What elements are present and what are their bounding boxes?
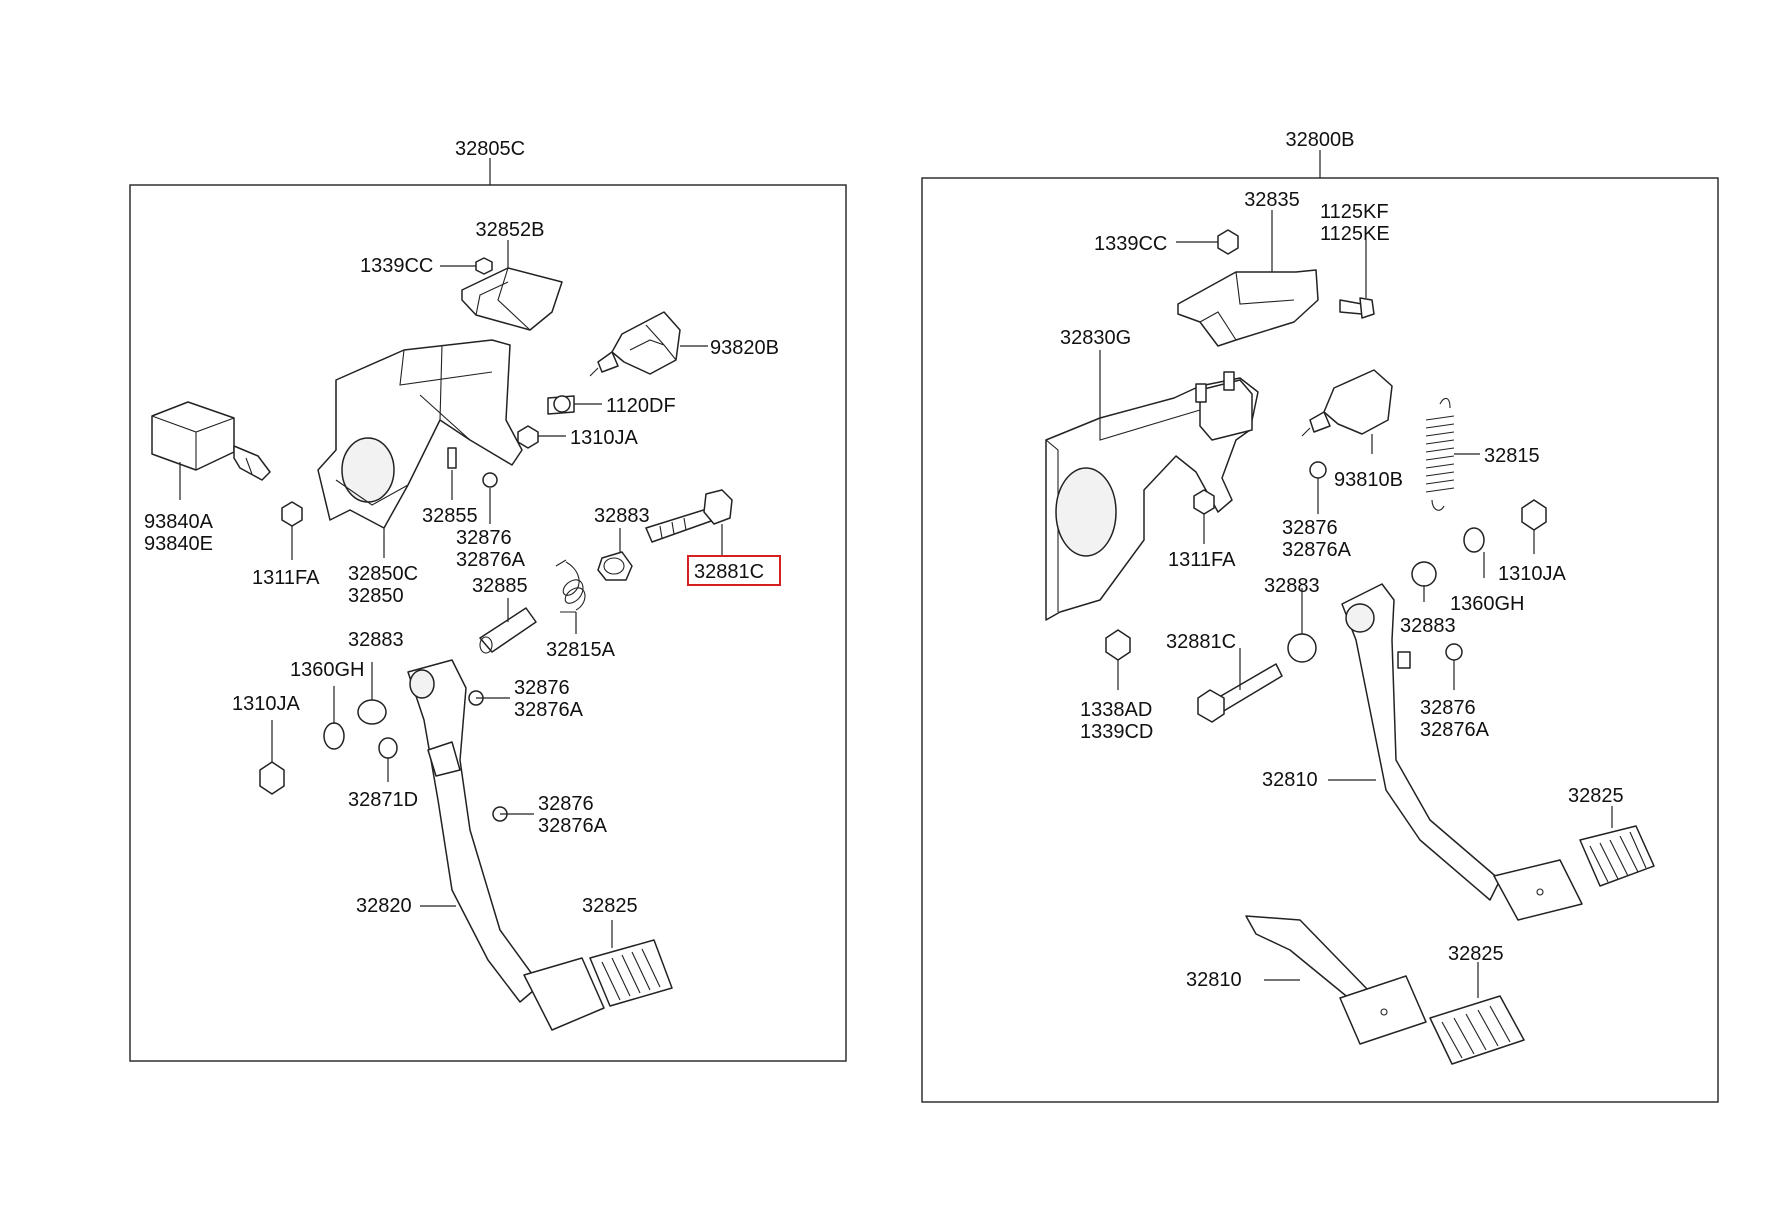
label-32825-left: 32825 — [582, 895, 638, 917]
label-1311fa-right: 1311FA — [1168, 549, 1236, 571]
switch-93840a — [151, 401, 235, 471]
label-1310ja-lower: 1310JA — [232, 693, 300, 715]
spring-32815a — [555, 559, 586, 613]
label-1125ke: 1125KE — [1320, 223, 1390, 245]
label-32825-right-upper: 32825 — [1568, 785, 1624, 807]
pad-32825-right-upper — [1579, 825, 1655, 887]
bracket-32852b — [461, 267, 563, 331]
label-32876a-right-mid: 32876A — [1420, 719, 1490, 741]
bracket-right-bore — [1055, 467, 1117, 557]
label-32876-upper: 32876 — [456, 527, 512, 549]
label-1360gh-right: 1360GH — [1450, 593, 1525, 615]
label-32835: 32835 — [1244, 189, 1300, 211]
label-1339cd: 1339CD — [1080, 721, 1153, 743]
label-1360gh-left: 1360GH — [290, 659, 365, 681]
nut-1311fa-left — [281, 501, 303, 527]
assembly-left-frame — [129, 184, 847, 1062]
highlight-box-32881c — [687, 555, 781, 586]
label-32825-right-lower: 32825 — [1448, 943, 1504, 965]
label-32810-lower: 32810 — [1186, 969, 1242, 991]
bushing-32883-upper — [597, 551, 633, 581]
nut-1338ad — [1105, 629, 1131, 661]
pedal-pad-right-lower — [1339, 975, 1427, 1045]
nut-1310ja-lower — [259, 761, 285, 795]
label-1339cc-right: 1339CC — [1094, 233, 1167, 255]
label-32883-right: 32883 — [1400, 615, 1456, 637]
label-32852b: 32852B — [476, 219, 545, 241]
label-32850: 32850 — [348, 585, 404, 607]
label-32876-right-upper: 32876 — [1282, 517, 1338, 539]
bushing-32876-right-upper — [1309, 461, 1327, 479]
label-32885: 32885 — [472, 575, 528, 597]
bushing-32876-right-mid — [1445, 643, 1463, 661]
label-32876a-low: 32876A — [538, 815, 608, 837]
label-1310ja-right: 1310JA — [1498, 563, 1566, 585]
label-32883-mid: 32883 — [1264, 575, 1320, 597]
bushing-32871d — [378, 737, 398, 759]
label-32810-upper: 32810 — [1262, 769, 1318, 791]
label-32815a: 32815A — [546, 639, 616, 661]
nut-1310ja-upper — [517, 425, 539, 449]
bushing-32883-mid — [1287, 633, 1317, 663]
label-1338ad: 1338AD — [1080, 699, 1152, 721]
bolt-1125kf — [1339, 299, 1363, 315]
label-32876-mid: 32876 — [514, 677, 570, 699]
assembly-left: 32805C — [129, 138, 847, 1062]
label-93840e: 93840E — [144, 533, 213, 555]
pedal-pad-left — [523, 957, 605, 1031]
assembly-right-title: 32800B — [1286, 129, 1355, 151]
spring-32815 — [1425, 397, 1455, 511]
label-1339cc-left: 1339CC — [360, 255, 433, 277]
label-32855: 32855 — [422, 505, 478, 527]
label-32820: 32820 — [356, 895, 412, 917]
label-1125kf: 1125KF — [1320, 201, 1389, 223]
washer-1360gh-right — [1463, 527, 1485, 553]
bushing-32883-lower — [357, 699, 387, 725]
bushing-32876-upper — [482, 472, 498, 488]
label-93840a: 93840A — [144, 511, 214, 533]
pedal-bracket-32850c — [317, 339, 523, 529]
label-32830g: 32830G — [1060, 327, 1131, 349]
nut-1339cc-left — [475, 257, 493, 275]
bracket-bore — [341, 437, 395, 503]
switch-93820b — [611, 311, 681, 375]
label-32876a-right-upper: 32876A — [1282, 539, 1352, 561]
assembly-right: 32800B — [921, 129, 1719, 1103]
label-93820b: 93820B — [710, 337, 779, 359]
label-1311fa-left: 1311FA — [252, 567, 320, 589]
nut-1310ja-right — [1521, 499, 1547, 531]
label-32876a-mid: 32876A — [514, 699, 584, 721]
bolt-32881c — [645, 507, 715, 543]
label-32883-lower: 32883 — [348, 629, 404, 651]
label-32881c-right: 32881C — [1166, 631, 1236, 653]
label-93810b: 93810B — [1334, 469, 1403, 491]
pedal-arm-32810-lower — [1245, 915, 1369, 1005]
washer-1360gh-left — [323, 722, 345, 750]
label-1310ja-upper: 1310JA — [570, 427, 638, 449]
nut-1339cc-right — [1217, 229, 1239, 255]
assembly-left-title: 32805C — [455, 138, 525, 160]
label-32850c: 32850C — [348, 563, 418, 585]
bracket-32835 — [1177, 269, 1319, 347]
label-32876-right-mid: 32876 — [1420, 697, 1476, 719]
bushing-32883-right — [1411, 561, 1437, 587]
label-32881c-highlighted: 32881C — [694, 561, 764, 583]
screw-32855 — [447, 447, 457, 469]
label-32815: 32815 — [1484, 445, 1540, 467]
label-32876a-upper: 32876A — [456, 549, 526, 571]
label-1120df: 1120DF — [606, 395, 676, 417]
pad-32825-right-lower — [1429, 995, 1525, 1065]
nut-1311fa-right — [1193, 489, 1215, 515]
switch-93810b — [1323, 369, 1393, 435]
label-32871d: 32871D — [348, 789, 418, 811]
label-32876-low: 32876 — [538, 793, 594, 815]
pin-32885 — [479, 607, 537, 653]
label-32883-upper: 32883 — [594, 505, 650, 527]
